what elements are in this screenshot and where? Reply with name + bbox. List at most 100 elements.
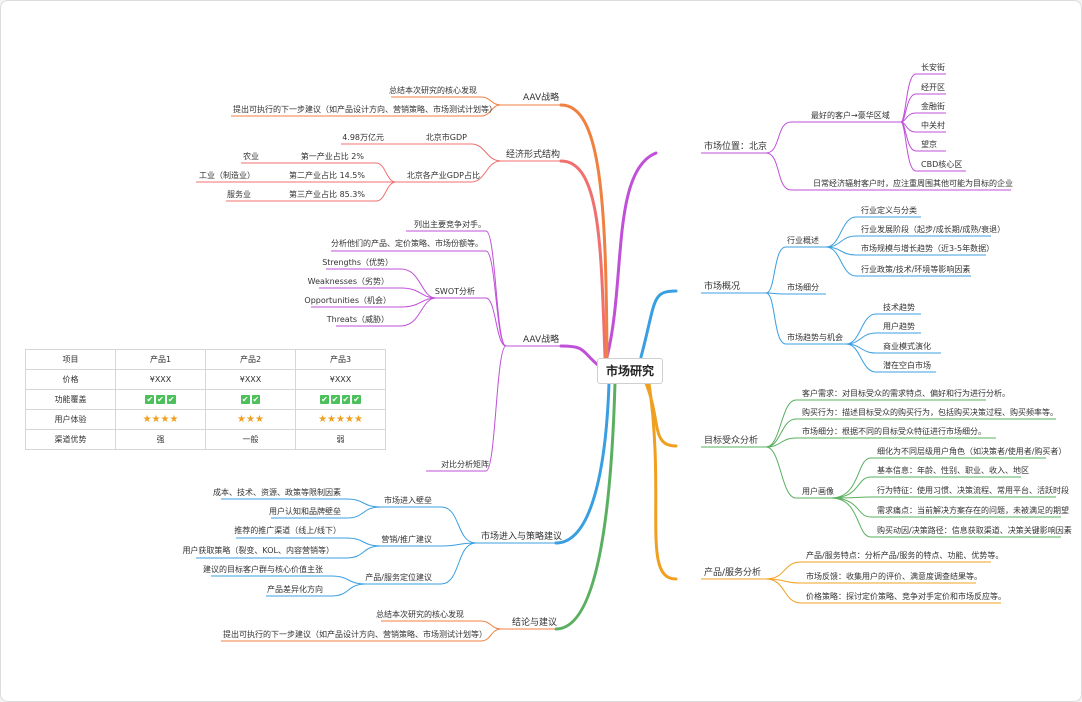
- branch-product: [647, 381, 678, 581]
- node-aav2-1[interactable]: 列出主要竞争对手。: [414, 220, 486, 229]
- node-swot[interactable]: SWOT分析: [434, 287, 475, 296]
- node-persona-2[interactable]: 基本信息：年龄、性别、职业、收入、地区: [877, 466, 1029, 475]
- node-economy[interactable]: 经济形式结构: [506, 150, 561, 160]
- node-persona-5[interactable]: 购买动因/决策路径：信息获取渠道、决策关键影响因素: [877, 526, 1072, 535]
- node-aav2[interactable]: AAV战略: [523, 335, 560, 345]
- node-swot-o[interactable]: Opportunities（机会）: [304, 296, 391, 305]
- node-product-1[interactable]: 产品/服务特点：分析产品/服务的特点、功能、优势等。: [806, 551, 1004, 560]
- node-swot-s[interactable]: Strengths（优势）: [322, 258, 393, 267]
- checks-cell: ✔✔✔✔: [295, 389, 386, 410]
- star-icon: ★: [318, 414, 328, 425]
- node-sector-2[interactable]: 工业（制造业）: [199, 171, 255, 180]
- star-icon: ★: [169, 414, 179, 425]
- node-trend-3[interactable]: 商业模式演化: [883, 342, 931, 351]
- node-audience-1[interactable]: 客户需求：对目标受众的需求特点、偏好和行为进行分析。: [802, 389, 1010, 398]
- star-icon: ★: [160, 414, 170, 425]
- row-label: 渠道优势: [25, 429, 116, 450]
- node-persona-3[interactable]: 行为特征：使用习惯、决策流程、常用平台、活跃时段: [877, 486, 1069, 495]
- node-gdp-value[interactable]: 4.98万亿元: [342, 133, 384, 142]
- matrix-header: 产品1: [115, 349, 206, 370]
- check-icon: ✔: [166, 395, 176, 404]
- node-conclusion-2[interactable]: 提出可执行的下一步建议（如产品设计方向、营销策略、市场测试计划等）: [223, 630, 487, 639]
- node-trends[interactable]: 市场趋势与机会: [787, 333, 843, 342]
- node-sector-1[interactable]: 农业: [243, 152, 259, 161]
- node-share-2[interactable]: 第二产业占比 14.5%: [289, 171, 365, 180]
- node-industry-3[interactable]: 市场规模与增长趋势（近3-5年数据）: [861, 244, 995, 253]
- comparison-matrix: 项目 产品1 产品2 产品3 价格 ¥XXX ¥XXX ¥XXX 功能覆盖 ✔✔…: [25, 349, 386, 450]
- node-industry[interactable]: 行业概述: [787, 236, 819, 245]
- node-barrier-2[interactable]: 用户认知和品牌壁垒: [269, 507, 341, 516]
- node-aav1-1[interactable]: 总结本次研究的核心发现: [389, 86, 477, 95]
- node-positioning-2[interactable]: 产品差异化方向: [267, 585, 323, 594]
- root-node[interactable]: 市场研究: [597, 358, 663, 384]
- branch-conclusion: [554, 381, 617, 631]
- matrix-header: 产品3: [295, 349, 386, 370]
- node-industry-4[interactable]: 行业政策/技术/环境等影响因素: [861, 265, 971, 274]
- node-channel-2[interactable]: 用户获取策略（裂变、KOL、内容营销等）: [182, 546, 334, 555]
- matrix-header: 产品2: [205, 349, 296, 370]
- node-conclusion[interactable]: 结论与建议: [512, 618, 558, 628]
- node-matrix[interactable]: 对比分析矩阵: [441, 460, 489, 469]
- node-aav1-2[interactable]: 提出可执行的下一步建议（如产品设计方向、营销策略、市场测试计划等）: [233, 105, 497, 114]
- node-persona[interactable]: 用户画像: [802, 487, 834, 496]
- node-sector-3[interactable]: 服务业: [227, 190, 251, 199]
- node-conclusion-1[interactable]: 总结本次研究的核心发现: [376, 610, 464, 619]
- node-positioning-1[interactable]: 建议的目标客户群与核心价值主张: [203, 565, 323, 574]
- node-gdp-share[interactable]: 北京各产业GDP占比: [406, 171, 480, 180]
- node-barriers[interactable]: 市场进入壁垒: [384, 496, 432, 505]
- node-barrier-1[interactable]: 成本、技术、资源、政策等限制因素: [213, 488, 341, 497]
- branch-entry: [554, 381, 611, 545]
- branch-economy: [559, 159, 607, 359]
- matrix-row-ux: 用户体验 ★★★★ ★★★ ★★★★★: [25, 409, 386, 430]
- node-overview[interactable]: 市场概况: [704, 282, 741, 292]
- node-industry-2[interactable]: 行业发展阶段（起步/成长期/成熟/衰退）: [861, 225, 1006, 234]
- node-audience-3[interactable]: 市场细分：根据不同的目标受众特征进行市场细分。: [802, 427, 986, 436]
- node-share-3[interactable]: 第三产业占比 85.3%: [289, 190, 365, 199]
- node-area-5[interactable]: 望京: [921, 140, 937, 149]
- node-area-1[interactable]: 长安街: [921, 63, 945, 72]
- node-audience[interactable]: 目标受众分析: [704, 436, 759, 446]
- node-best-area[interactable]: 最好的客户→豪华区域: [811, 111, 890, 120]
- star-icon: ★: [237, 414, 247, 425]
- star-icon: ★: [353, 414, 363, 425]
- node-gdp[interactable]: 北京市GDP: [425, 133, 467, 142]
- stars-cell: ★★★★★: [295, 409, 386, 430]
- node-trend-2[interactable]: 用户趋势: [883, 322, 915, 331]
- price-cell: ¥XXX: [115, 369, 206, 390]
- node-trend-1[interactable]: 技术趋势: [883, 303, 915, 312]
- node-area-3[interactable]: 金融街: [921, 102, 945, 111]
- node-location-note[interactable]: 日常经济辐射客户时，应注重周围其他可能为目标的企业: [813, 179, 1013, 188]
- node-segment[interactable]: 市场细分: [787, 283, 819, 292]
- node-product[interactable]: 产品/服务分析: [704, 568, 762, 578]
- node-share-1[interactable]: 第一产业占比 2%: [300, 152, 364, 161]
- node-audience-2[interactable]: 购买行为：描述目标受众的购买行为，包括购买决策过程、购买频率等。: [802, 408, 1058, 417]
- node-swot-w[interactable]: Weaknesses（劣势）: [307, 277, 389, 286]
- node-product-2[interactable]: 市场反馈：收集用户的评价、满意度调查结果等。: [806, 572, 982, 581]
- star-icon: ★: [327, 414, 337, 425]
- check-icon: ✔: [156, 395, 165, 404]
- node-channel-1[interactable]: 推荐的推广渠道（线上/线下）: [234, 526, 341, 535]
- node-area-2[interactable]: 经开区: [921, 83, 945, 92]
- node-aav1[interactable]: AAV战略: [523, 93, 560, 103]
- checks-cell: ✔✔✔: [115, 389, 206, 410]
- node-persona-4[interactable]: 需求痛点：当前解决方案存在的问题，未被满足的期望: [877, 506, 1069, 515]
- node-channels[interactable]: 营销/推广建议: [381, 535, 432, 544]
- branch-overview: [639, 289, 678, 359]
- node-aav2-2[interactable]: 分析他们的产品、定价策略、市场份额等。: [331, 239, 483, 248]
- node-swot-t[interactable]: Threats（威胁）: [326, 315, 389, 324]
- node-area-4[interactable]: 中关村: [921, 121, 945, 130]
- node-area-6[interactable]: CBD核心区: [921, 160, 963, 169]
- price-cell: ¥XXX: [205, 369, 296, 390]
- matrix-header: 项目: [25, 349, 116, 370]
- star-icon: ★: [142, 414, 152, 425]
- branch-aav1: [559, 103, 609, 359]
- node-trend-4[interactable]: 潜在空白市场: [883, 361, 931, 370]
- node-location[interactable]: 市场位置：北京: [704, 142, 768, 152]
- node-positioning[interactable]: 产品/服务定位建议: [365, 573, 432, 582]
- node-persona-1[interactable]: 细化为不同层级用户角色（如决策者/使用者/购买者）: [877, 447, 1067, 456]
- check-icon: ✔: [145, 395, 155, 404]
- node-industry-1[interactable]: 行业定义与分类: [861, 206, 917, 215]
- node-product-3[interactable]: 价格策略：探讨定价策略、竞争对手定价和市场反应等。: [806, 592, 1006, 601]
- node-entry[interactable]: 市场进入与策略建议: [481, 532, 563, 542]
